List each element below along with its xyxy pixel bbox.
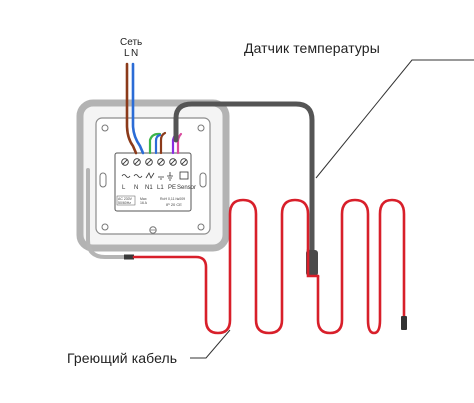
terminal-screws	[121, 158, 188, 166]
terminal-label-sensor: Sensor	[177, 185, 197, 191]
mount-hole-bottom-right	[197, 223, 205, 231]
heating-cable-feed-gray	[86, 168, 128, 259]
heating-cable-end-cap	[401, 316, 407, 330]
mount-hole-top-left	[101, 124, 109, 132]
network-label: Сеть	[120, 37, 143, 48]
mount-slot-left	[99, 172, 107, 188]
network-l-label: L	[124, 48, 130, 59]
terminal-label-n1: N1	[145, 185, 153, 191]
device-rating: IP 20 CE	[166, 202, 182, 207]
wire-brown-l1	[159, 131, 167, 155]
terminal-label-l1: L1	[157, 185, 164, 191]
cable-callout-label: Греющий кабель	[67, 350, 178, 366]
device-spec-left: AC 230V 50/60Hz	[118, 197, 133, 205]
mount-hole-top-right	[197, 124, 205, 132]
wire-blue-n1	[154, 133, 162, 155]
device-spec-mid: Max 16 A	[140, 197, 148, 205]
terminal-symbols	[121, 171, 189, 181]
sensor-callout-line	[315, 59, 474, 179]
mount-slot-right	[199, 172, 207, 188]
device-spec-right: RoH 0,11 №009	[160, 197, 186, 201]
mount-hole-bottom-left	[101, 223, 109, 231]
terminal-label-pe: PE	[168, 185, 177, 191]
heating-cable-under-probe	[306, 248, 320, 278]
network-wire-n	[131, 62, 145, 155]
heating-cable-connector	[124, 254, 134, 260]
wire-green-pe	[148, 132, 162, 155]
sensor-callout-label: Датчик температуры	[244, 40, 380, 56]
sensor-cable	[173, 101, 315, 253]
heating-cable	[132, 198, 406, 335]
terminal-label-n: N	[134, 185, 139, 191]
network-n-label: N	[131, 48, 139, 59]
terminal-block	[114, 152, 192, 212]
network-wire-l	[125, 62, 138, 155]
terminal-label-l: L	[122, 185, 126, 191]
cable-callout-line	[190, 329, 231, 359]
spec-box	[116, 195, 136, 206]
center-screw	[149, 226, 157, 234]
